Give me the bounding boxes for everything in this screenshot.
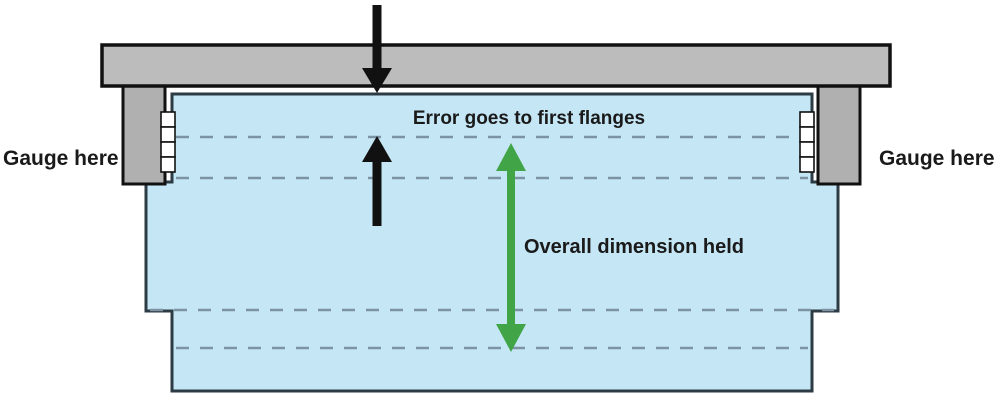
force-arrow-up-head xyxy=(362,136,392,162)
gauge-block-left-4 xyxy=(160,156,176,173)
gauge-label-left: Gauge here xyxy=(3,147,119,170)
dimension-arrow-head-bottom xyxy=(496,324,526,352)
gray-beam xyxy=(100,43,892,88)
gauge-block-right-4 xyxy=(799,156,815,173)
gauge-block-left-1 xyxy=(160,111,176,128)
flange-dash-lines xyxy=(150,135,834,350)
force-arrow-up xyxy=(362,136,392,226)
gauge-block-left-3 xyxy=(160,141,176,158)
gauge-block-stack-right xyxy=(799,111,815,173)
gauge-label-right: Gauge here xyxy=(879,147,995,170)
support-post-right xyxy=(816,84,862,186)
gauge-block-right-2 xyxy=(799,126,815,143)
gauge-block-right-1 xyxy=(799,111,815,128)
gauge-block-left-2 xyxy=(160,126,176,143)
dimension-arrow-vertical xyxy=(496,143,526,352)
dimension-callout-label: Overall dimension held xyxy=(524,236,744,258)
force-arrow-down xyxy=(362,5,392,93)
gauge-block-right-3 xyxy=(799,141,815,158)
gauge-block-stack-left xyxy=(160,111,176,173)
force-arrow-down-head xyxy=(362,68,392,93)
support-post-left xyxy=(121,84,167,186)
error-callout-label: Error goes to first flanges xyxy=(413,108,645,129)
dimension-arrow-head-top xyxy=(496,143,526,171)
